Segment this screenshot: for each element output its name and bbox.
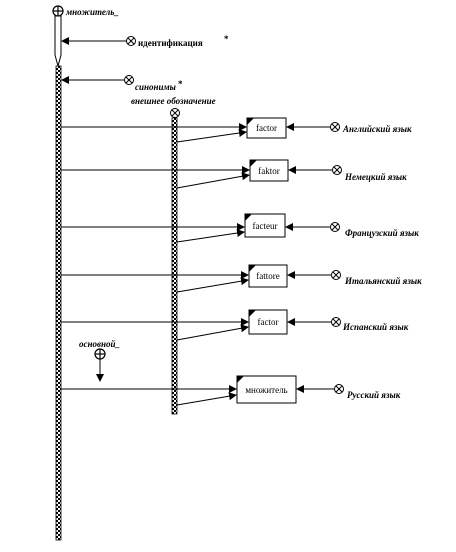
identification-label: идентификация [138, 38, 203, 48]
language-label: Французский язык [345, 228, 419, 238]
term-box [236, 375, 297, 404]
synonyms-mark: * [178, 79, 183, 89]
term-row: facteur Французский язык [61, 213, 419, 243]
identification-node [126, 36, 136, 46]
main-vertical-bar [55, 65, 62, 541]
term-external-line [176, 172, 250, 189]
term-box-corner [245, 214, 252, 221]
term-text: factor [258, 317, 279, 327]
term-row: множитель Русский язык [61, 375, 401, 406]
term-box-corner [247, 118, 254, 125]
language-node [331, 270, 341, 280]
term-box-corner [237, 376, 244, 383]
term-row: factor Испанский язык [61, 309, 409, 341]
term-box-corner [249, 310, 256, 317]
language-node [330, 122, 340, 132]
term-box-corner [249, 265, 256, 272]
external-label: внешнее обозначение [131, 96, 216, 106]
root-stem [54, 15, 62, 68]
identification-mark: * [224, 34, 229, 44]
term-text: faktor [258, 166, 280, 176]
term-external-line [176, 229, 245, 243]
language-label: Русский язык [347, 390, 401, 400]
synonyms-label: синонимы [135, 82, 176, 92]
language-node [331, 317, 341, 327]
second-vertical-bar [171, 117, 178, 415]
term-external-line [176, 324, 249, 341]
term-external-line [176, 277, 249, 293]
term-box-corner [250, 160, 257, 167]
term-text: fattore [256, 271, 279, 281]
term-text: factor [256, 123, 277, 133]
language-label: Испанский язык [342, 322, 409, 332]
term-external-line [176, 392, 237, 406]
language-label: Немецкий язык [344, 172, 407, 182]
language-node [332, 165, 342, 175]
synonyms-node [124, 75, 134, 85]
language-label: Английский язык [342, 124, 412, 134]
root-label: множитель_ [65, 7, 119, 17]
main-label: основной_ [79, 339, 120, 349]
root-node [52, 5, 64, 17]
main-node [94, 348, 106, 360]
term-row: factor Английский язык [61, 117, 412, 143]
language-label: Итальянский язык [344, 276, 422, 286]
term-text: facteur [253, 221, 278, 231]
language-node [330, 222, 340, 232]
term-text: множитель [245, 385, 287, 395]
term-row: faktor Немецкий язык [61, 159, 407, 189]
external-node [170, 108, 180, 118]
term-external-line [176, 129, 247, 143]
language-node [334, 384, 344, 394]
term-row: fattore Итальянский язык [61, 264, 422, 293]
